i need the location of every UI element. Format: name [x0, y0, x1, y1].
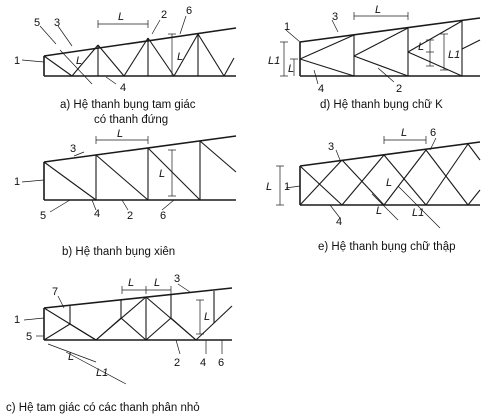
web-members-b [43, 140, 237, 201]
dimension-lines-c [23, 283, 223, 385]
callout-3-a: 3 [54, 17, 60, 29]
dim-L-vertical-b: L [159, 168, 165, 180]
dim-L1-e: L1 [412, 207, 424, 219]
callout-6-e: 6 [430, 127, 436, 139]
dim-L-lower-e: L [376, 205, 382, 217]
web-members-d [299, 20, 481, 77]
dim-L-vertical-c: L [204, 311, 210, 323]
diagram-b: 3 1 5 4 2 6 L L b) Hệ thanh bụng xiên [14, 128, 237, 258]
dim-L-small-d: L [288, 63, 294, 75]
caption-a-line2: có thanh đứng [94, 114, 168, 126]
dimension-lines-b [21, 136, 176, 213]
dim-L-vertical-a: L [177, 51, 183, 63]
dimension-lines-a [21, 15, 187, 85]
dim-L1-c: L1 [96, 367, 108, 379]
dim-L-top1-c: L [128, 277, 134, 289]
callout-3-e: 3 [328, 141, 334, 153]
dim-L-top-e: L [401, 127, 407, 139]
diagram-c: 7 1 5 3 2 4 6 L L L L L1 c) Hệ tam giác … [6, 273, 233, 414]
dimension-lines-e [276, 136, 441, 229]
diagram-d: 1 3 4 2 L L1 L L L1 d) Hệ thanh bụng chữ… [268, 4, 481, 111]
top-chord-c [43, 287, 233, 309]
callout-6-b: 6 [160, 210, 166, 222]
caption-b: b) Hệ thanh bụng xiên [62, 246, 175, 258]
callout-6-c: 6 [218, 357, 224, 369]
callout-4-b: 4 [94, 208, 100, 220]
dim-L-top2-c: L [154, 277, 160, 289]
dim-L-left-e: L [266, 181, 272, 193]
callout-7-c: 7 [52, 286, 58, 298]
dim-L-diag-a: L [76, 55, 82, 67]
callout-5-c: 5 [26, 331, 32, 343]
top-chord-e [299, 141, 481, 167]
dim-L-inner-d: L [418, 41, 424, 53]
callout-2-c: 2 [174, 357, 180, 369]
callout-1-d: 1 [284, 21, 290, 33]
callout-2-b: 2 [127, 210, 133, 222]
dimension-lines-d [280, 12, 448, 85]
dim-L-top-a: L [118, 11, 124, 23]
callout-6-a: 6 [186, 5, 192, 17]
callout-1-b: 1 [14, 176, 20, 188]
caption-c: c) Hệ tam giác có các thanh phân nhỏ [6, 402, 200, 414]
callout-3-b: 3 [70, 143, 76, 155]
callout-2-d: 2 [396, 83, 402, 95]
web-members-a [43, 33, 235, 77]
dim-L1-left-d: L1 [268, 55, 280, 67]
dim-L-lower-c: L [68, 351, 74, 363]
top-chord-d [299, 17, 481, 43]
callout-1-c: 1 [14, 314, 20, 326]
top-chord-a [43, 27, 237, 57]
callout-2-a: 2 [161, 9, 167, 21]
callout-4-a: 4 [120, 82, 126, 94]
callout-3-c: 3 [174, 273, 180, 285]
dim-L1-inner-d: L1 [448, 49, 460, 61]
top-chord-b [43, 135, 237, 163]
callout-3-d: 3 [332, 11, 338, 23]
callout-1-a: 1 [14, 55, 20, 67]
diagram-e: 3 6 1 4 L L L L L1 e) Hệ thanh bụng chữ … [266, 127, 481, 253]
web-members-e [299, 143, 481, 206]
dim-L-top-d: L [375, 4, 381, 16]
callout-4-e: 4 [336, 216, 342, 228]
callout-4-d: 4 [318, 83, 324, 95]
callout-5-a: 5 [34, 17, 40, 29]
callout-4-c: 4 [200, 357, 206, 369]
diagram-a: 5 3 1 4 2 6 L L L a) Hệ thanh bụng tam g… [14, 5, 237, 126]
dim-L-top-b: L [117, 128, 123, 140]
caption-a-line1: a) Hệ thanh bụng tam giác [60, 99, 196, 111]
dim-L-cross-e: L [386, 177, 392, 189]
callout-5-b: 5 [40, 210, 46, 222]
caption-d: d) Hệ thanh bụng chữ K [320, 99, 443, 111]
callout-1-e: 1 [284, 181, 290, 193]
caption-e: e) Hệ thanh bụng chữ thập [318, 241, 456, 253]
